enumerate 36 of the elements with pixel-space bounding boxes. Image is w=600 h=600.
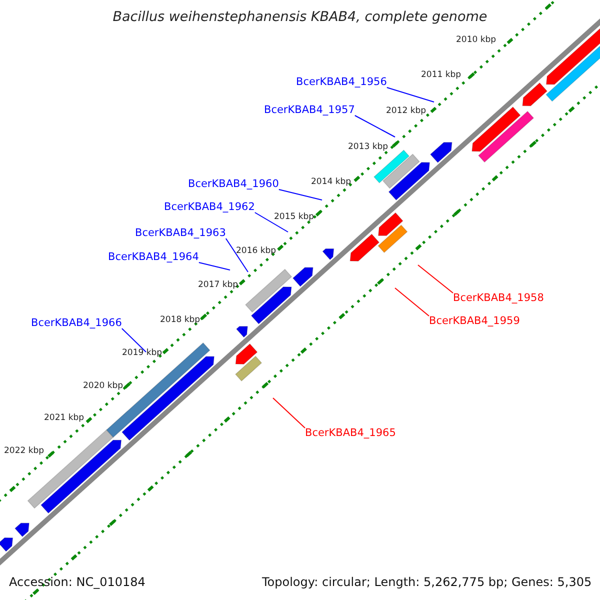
scale-label: 2020 kbp: [83, 382, 124, 390]
leader-line: [254, 212, 288, 232]
scale-label: 2016 kbp: [236, 247, 276, 256]
leader-line: [354, 115, 396, 138]
scale-label: 2015 kbp: [274, 213, 314, 222]
scale-label: 2018 kbp: [160, 316, 200, 324]
gene-label: BcerKBAB4_1965: [305, 428, 396, 438]
gene-label: BcerKBAB4_1959: [429, 316, 520, 326]
footer-text: Accession: NC_010184: [9, 576, 146, 588]
scale-label: 2010 kbp: [456, 36, 496, 44]
scale-label: 2022 kbp: [4, 447, 44, 456]
scale-label: 2017 kbp: [198, 281, 238, 290]
scale-label: 2011 kbp: [421, 71, 462, 80]
scale-label: 2013 kbp: [348, 143, 388, 152]
leader-line: [418, 264, 454, 294]
leader-line: [386, 87, 434, 102]
leader-line: [198, 262, 230, 270]
scale-label: 2021 kbp: [44, 414, 84, 422]
footer-text: Topology: circular; Length: 5,262,775 bp; Genes: 5,305: [262, 576, 592, 588]
leader-line: [121, 328, 146, 352]
gene-label: BcerKBAB4_1962: [164, 202, 255, 212]
gene-label: BcerKBAB4_1964: [108, 252, 199, 262]
gene-label: BcerKBAB4_1957: [264, 105, 355, 116]
leader-line: [272, 398, 306, 428]
leader-line: [394, 288, 430, 316]
scale-label: 2014 kbp: [311, 178, 352, 186]
gene-label: BcerKBAB4_1958: [453, 293, 544, 304]
gene-label: BcerKBAB4_1960: [188, 179, 279, 190]
scale-label: 2019 kbp: [122, 349, 162, 358]
gene-label: BcerKBAB4_1966: [31, 318, 122, 328]
leader-line: [278, 189, 322, 200]
leader-line: [225, 238, 248, 272]
scale-label: 2012 kbp: [386, 107, 426, 116]
gene-label: BcerKBAB4_1963: [135, 228, 226, 238]
gene-label: BcerKBAB4_1956: [296, 77, 387, 88]
title: Bacillus weihenstephanensis KBAB4, complete genome: [112, 11, 488, 24]
